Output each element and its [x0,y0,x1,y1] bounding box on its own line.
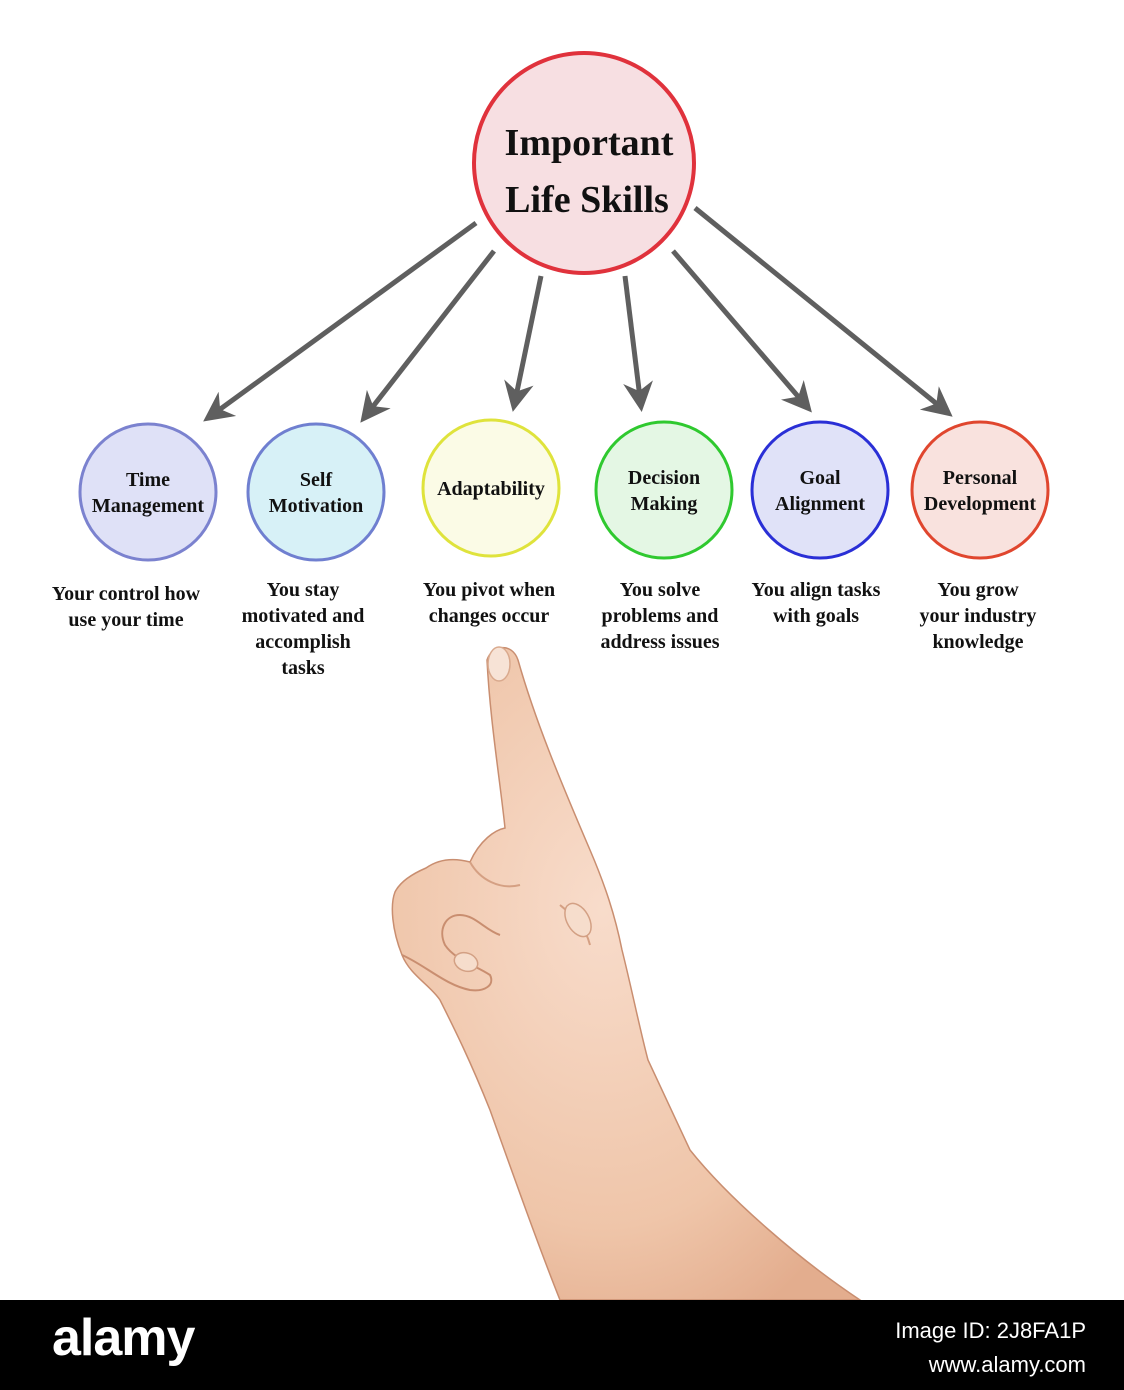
arrow-to-skill-1 [203,220,478,422]
skill-description-line: knowledge [932,631,1023,653]
arrow-to-skill-2 [360,249,496,423]
skill-descriptions: Your control how use your time You stay mot… [52,579,1037,679]
skill-label-line: Goal [799,467,841,489]
skill-label-line: Alignment [775,493,865,515]
skill-description-3: You pivot when changes occur [423,579,555,627]
watermark-footer: alamy Image ID: 2J8FA1P www.alamy.com [0,1300,1124,1390]
skill-label-line: Making [631,493,698,515]
skill-label-line: Decision [628,467,700,489]
center-node: Important Life Skills [472,51,696,275]
index-fingernail [487,646,511,682]
skill-label-line: Self [300,469,333,491]
center-title-line1: Important [505,122,674,164]
skill-circle [421,418,561,558]
skill-label-line: Management [92,495,205,517]
arrow-to-skill-3 [504,275,544,412]
image-id-label: Image ID: 2J8FA1P [895,1318,1086,1343]
middle-fingernail [453,951,479,973]
skill-description-4: You solve problems and address issues [600,579,719,653]
life-skills-diagram: Important Life Skills TimeManagementSelf… [52,51,1050,1300]
center-title-line2: Life Skills [505,179,669,221]
skill-circle [750,420,890,560]
skill-nodes: TimeManagementSelfMotivationAdaptability… [78,418,1050,562]
skill-description-line: You align tasks [752,579,881,601]
skill-node-3: Adaptability [421,418,561,558]
skill-description-line: You pivot when [423,579,555,601]
skill-description-line: Your control how [52,583,201,605]
skill-circle [910,420,1050,560]
skill-circle [594,420,734,560]
thumb-fingernail [564,902,592,938]
pointing-hand-icon [391,646,862,1300]
arrow-to-skill-5 [671,249,812,413]
skill-label-line: Development [924,493,1037,515]
skill-description-line: use your time [68,609,183,631]
skill-description-line: your industry [920,605,1037,627]
hand-shape [391,646,862,1300]
center-circle [472,51,696,275]
skill-description-line: address issues [600,631,719,653]
skill-label-line: Motivation [269,495,363,517]
arrow-to-skill-4 [622,275,653,412]
skill-circle [78,422,218,562]
skill-description-line: You grow [937,579,1019,601]
arrow-to-skill-6 [693,206,953,417]
skill-description-line: problems and [602,605,719,627]
skill-description-line: You solve [620,579,701,601]
skill-description-6: You grow your industry knowledge [920,579,1037,653]
skill-label-line: Personal [943,467,1018,489]
skill-label-line: Time [126,469,170,491]
skill-description-line: tasks [281,657,325,679]
skill-description-line: motivated and [242,605,365,627]
skill-description-line: with goals [773,605,859,627]
skill-description-5: You align tasks with goals [752,579,881,627]
connector-arrows [203,206,953,423]
skill-description-1: Your control how use your time [52,583,201,631]
skill-description-line: You stay [267,579,340,601]
skill-description-line: changes occur [429,605,550,627]
skill-label-line: Adaptability [437,478,545,500]
site-url: www.alamy.com [928,1352,1086,1377]
skill-circle [246,422,386,562]
skill-description-line: accomplish [255,631,351,653]
brand-logo: alamy [52,1309,195,1367]
skill-description-2: You stay motivated and accomplish tasks [242,579,365,679]
